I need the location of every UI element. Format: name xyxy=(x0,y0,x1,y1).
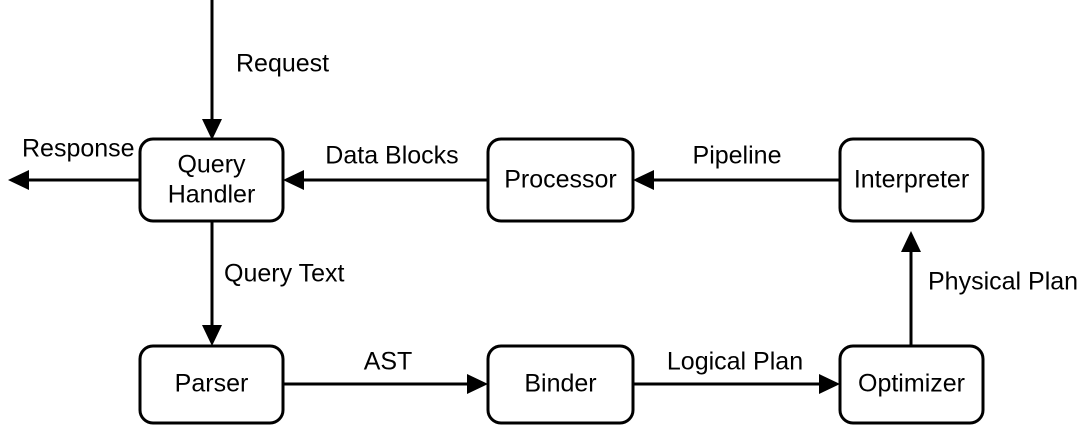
edge-pipeline-arrowhead xyxy=(633,170,654,190)
edge-response: Response xyxy=(8,135,140,190)
node-query-handler[interactable]: Query Handler xyxy=(138,137,285,223)
node-processor-box[interactable] xyxy=(486,137,635,223)
edge-ast-label: AST xyxy=(364,348,413,376)
node-parser-box[interactable] xyxy=(138,344,285,425)
edge-request: Request xyxy=(202,0,329,140)
node-binder[interactable]: Binder xyxy=(486,344,635,425)
node-binder-box[interactable] xyxy=(486,344,635,425)
edge-request-arrowhead xyxy=(202,119,222,140)
edge-logical-plan: Logical Plan xyxy=(633,348,840,394)
node-interpreter-box[interactable] xyxy=(838,137,985,223)
edge-physical-plan: Physical Plan xyxy=(901,231,1078,346)
node-parser-label: Parser xyxy=(175,370,249,398)
edge-ast: AST xyxy=(283,348,488,394)
edge-data-blocks: Data Blocks xyxy=(283,142,488,190)
edge-response-label: Response xyxy=(22,135,135,163)
edge-data-blocks-label: Data Blocks xyxy=(325,142,458,170)
edge-physical-plan-arrowhead xyxy=(901,231,921,252)
edge-pipeline-label: Pipeline xyxy=(693,142,782,170)
node-parser[interactable]: Parser xyxy=(138,344,285,425)
edge-query-text-label: Query Text xyxy=(224,260,344,288)
edge-logical-plan-label: Logical Plan xyxy=(667,348,803,376)
node-binder-label: Binder xyxy=(524,370,596,398)
node-optimizer[interactable]: Optimizer xyxy=(838,344,985,425)
node-query-handler-box[interactable] xyxy=(138,137,285,223)
edge-query-text: Query Text xyxy=(202,221,344,346)
node-optimizer-label: Optimizer xyxy=(858,370,965,398)
node-interpreter[interactable]: Interpreter xyxy=(838,137,985,223)
node-optimizer-box[interactable] xyxy=(838,344,985,425)
edge-response-arrowhead xyxy=(8,170,29,190)
edge-data-blocks-arrowhead xyxy=(283,170,304,190)
edge-physical-plan-label: Physical Plan xyxy=(928,268,1078,296)
edge-pipeline: Pipeline xyxy=(633,142,840,190)
node-interpreter-label: Interpreter xyxy=(854,166,969,194)
node-query-handler-label-line2: Handler xyxy=(168,181,256,209)
node-processor-label: Processor xyxy=(504,166,617,194)
edge-query-text-arrowhead xyxy=(202,325,222,346)
edge-ast-arrowhead xyxy=(467,374,488,394)
edge-logical-plan-arrowhead xyxy=(819,374,840,394)
node-query-handler-label-line1: Query xyxy=(177,151,246,179)
edge-request-label: Request xyxy=(236,50,329,78)
node-processor[interactable]: Processor xyxy=(486,137,635,223)
